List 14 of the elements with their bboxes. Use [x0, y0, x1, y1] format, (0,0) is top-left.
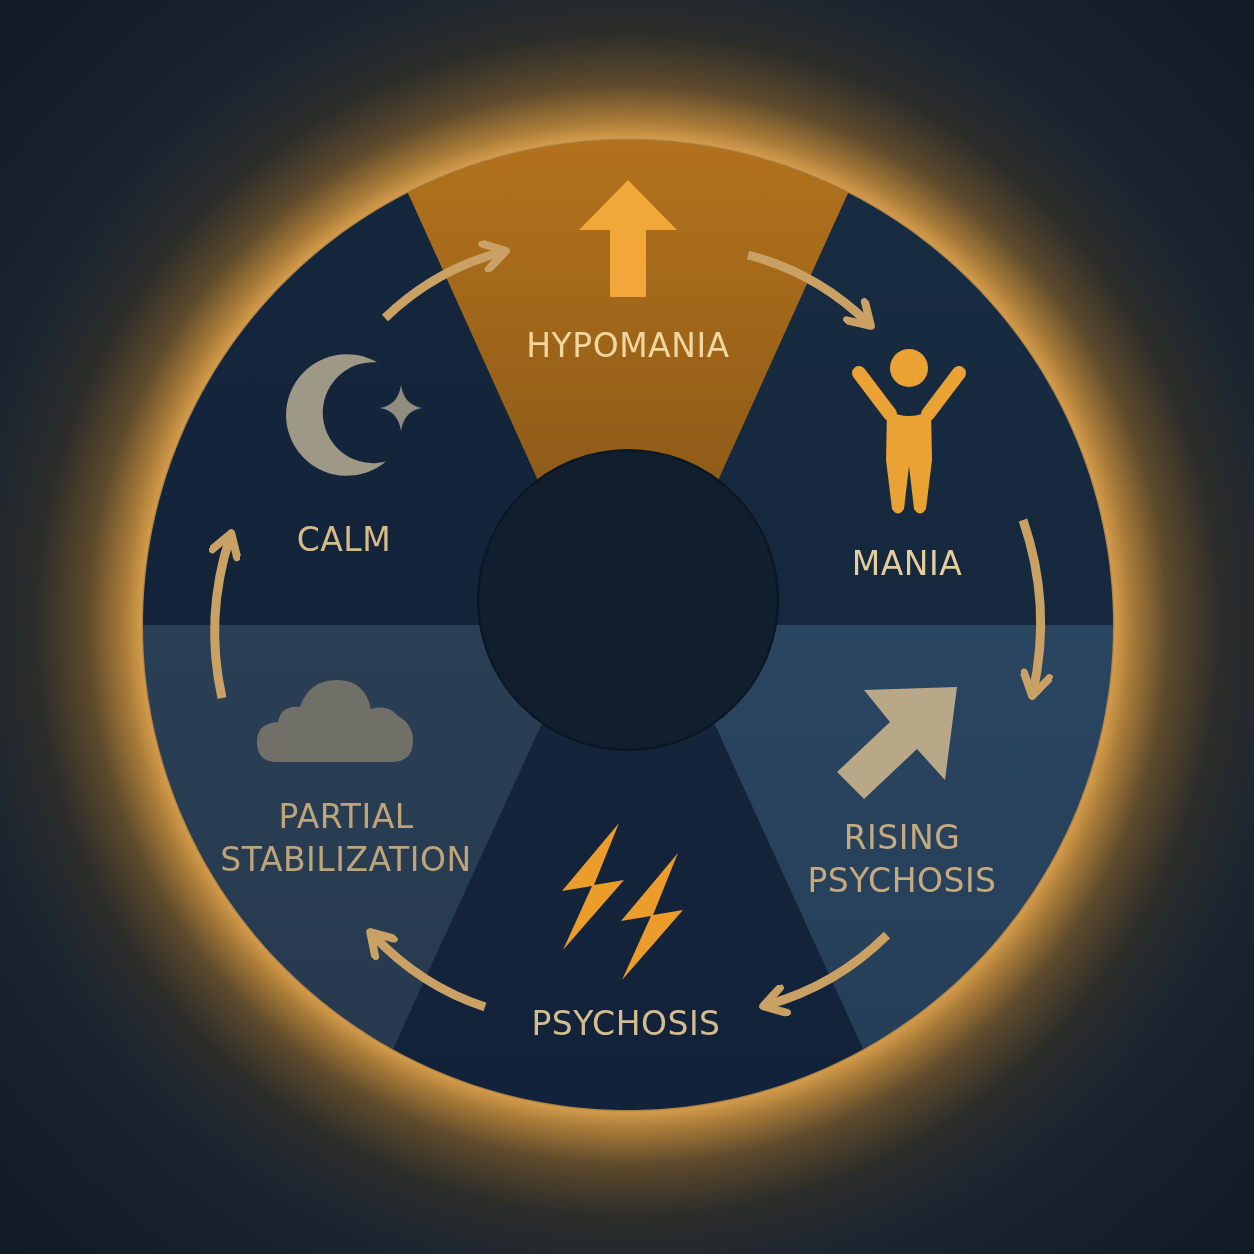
curved-arrow [759, 931, 891, 1017]
curved-arrow [1018, 518, 1054, 700]
curved-arrow [208, 529, 242, 699]
stage-label: MANIA [850, 543, 964, 585]
stage-label: HYPOMANIA [525, 325, 731, 367]
stage-label: PSYCHOSIS [530, 1003, 722, 1045]
cycle-segment [407, 140, 849, 481]
curved-arrow [381, 240, 510, 322]
stage-label: RISING PSYCHOSIS [806, 817, 998, 902]
stage-label: PARTIAL STABILIZATION [219, 796, 473, 881]
curved-arrow [746, 250, 875, 330]
curved-arrow [366, 928, 487, 1012]
stage-label: CALM [295, 519, 393, 561]
center-circle [477, 449, 779, 751]
